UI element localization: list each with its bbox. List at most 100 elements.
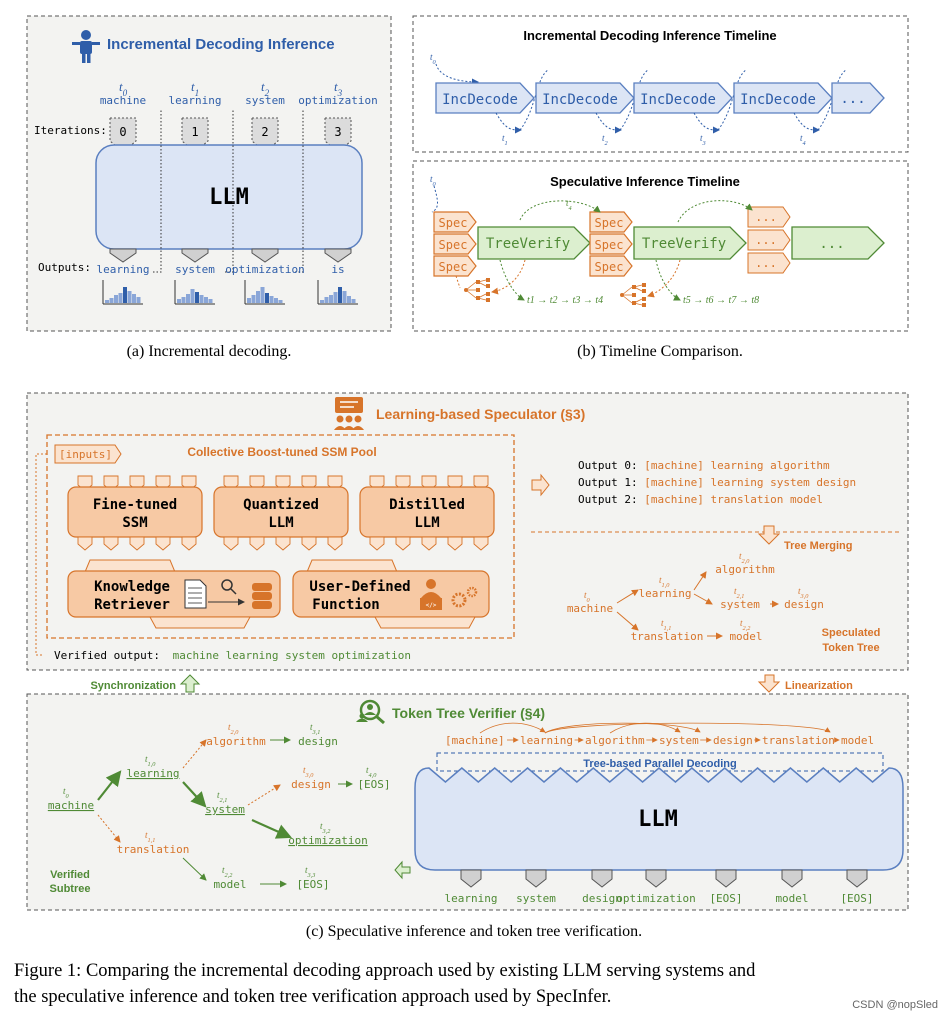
pool-output-arrow — [531, 473, 550, 497]
output-token: system — [175, 263, 215, 276]
time-label: t0 — [119, 79, 128, 98]
treeverify-label: TreeVerify — [642, 236, 726, 252]
verifier-back-arrow — [394, 860, 411, 880]
output-port — [324, 248, 352, 263]
iteration-number: 1 — [191, 125, 198, 139]
verified-output-text: machine learning system optimization — [173, 649, 411, 662]
spec-tree-time: t1,0 — [659, 575, 670, 589]
svg-text:t4: t4 — [566, 198, 572, 212]
verified-tree-node: translation — [117, 843, 190, 856]
spec-tree-time: t0 — [584, 590, 591, 604]
incdecode-label: IncDecode — [442, 92, 518, 108]
treeverify-block — [633, 226, 747, 260]
incdecode-block — [535, 82, 635, 114]
llm-block-a — [95, 144, 363, 250]
panel-verifier: Token Tree Verifier (§4) [machine]learni… — [26, 693, 909, 911]
gear-icon — [451, 586, 478, 608]
output-port — [109, 248, 137, 263]
output-token: optimization — [225, 263, 304, 276]
verifier-icon — [356, 699, 385, 725]
verified-output-prefix: Verified output: — [54, 649, 160, 662]
llm-output-token: optimization — [616, 892, 695, 905]
linearized-token: design — [713, 734, 753, 747]
iterations-label: Iterations: — [34, 124, 107, 137]
svg-text:User-Defined: User-Defined — [309, 579, 410, 595]
spec-tree-node: model — [729, 630, 762, 643]
incdecode-label: IncDecode — [640, 92, 716, 108]
speculative-timeline-title: Speculative Inference Timeline — [550, 174, 740, 189]
spec-block — [433, 233, 477, 255]
spec-tree-time: t2,1 — [734, 586, 744, 600]
output-port — [181, 248, 209, 263]
treeverify-label: TreeVerify — [486, 236, 570, 252]
verified-tree-node: [EOS] — [296, 878, 329, 891]
verified-tree-time: t3,3 — [305, 865, 315, 879]
speculator-output: Output 0: [machine] learning algorithm — [578, 459, 830, 472]
tree-merging-arrow — [757, 525, 781, 545]
svg-text:Verified output: machine: Verified output: machine learning system… — [54, 649, 411, 662]
time-label: t2 — [261, 79, 270, 98]
verified-tree-time: t3,2 — [320, 821, 331, 835]
spec-tree-node: learning — [639, 587, 692, 600]
spec-block — [433, 211, 477, 233]
spec-label: Spec — [595, 216, 624, 230]
verified-tree-node: design — [298, 735, 338, 748]
spec-tree-time: t1,1 — [661, 618, 671, 632]
input-token: learning — [169, 94, 222, 107]
spec-block — [589, 233, 633, 255]
inputs-tag: [inputs] — [54, 444, 122, 464]
svg-text:LLM: LLM — [414, 515, 439, 531]
linearized-token: system — [659, 734, 699, 747]
speculator-output: Output 2: [machine] translation model — [578, 493, 823, 506]
synchronization-label: Synchronization — [90, 680, 176, 692]
time-label: t3 — [334, 79, 343, 98]
verified-subtree-label-2: Subtree — [50, 883, 91, 895]
incdecode-label: IncDecode — [542, 92, 618, 108]
llm-output-token: system — [516, 892, 556, 905]
svg-text:LLM: LLM — [268, 515, 293, 531]
spec-block — [589, 255, 633, 277]
linearized-token: model — [841, 734, 874, 747]
time-label: t1 — [191, 79, 199, 98]
sync-linearization: Synchronization Linearization — [90, 674, 853, 693]
verified-tree-time: t2,0 — [228, 722, 239, 736]
chain-1: t1 → t2 → t3 → t4 — [527, 295, 603, 306]
svg-text:</>: </> — [426, 602, 437, 609]
llm-output-token: learning — [445, 892, 498, 905]
verified-tree-node: learning — [127, 767, 180, 780]
svg-text:SSM: SSM — [122, 515, 147, 531]
linearized-token: learning — [520, 734, 573, 747]
tree-merging-label: Tree Merging — [784, 540, 852, 552]
panel-timeline-comparison: Incremental Decoding Inference Timeline … — [412, 15, 909, 360]
spec-block — [589, 211, 633, 233]
incremental-timeline-title: Incremental Decoding Inference Timeline — [523, 28, 776, 43]
svg-text:...: ... — [819, 236, 844, 252]
linearized-token: translation — [762, 734, 835, 747]
iteration-number: 2 — [261, 125, 268, 139]
verified-tree-time: t1,0 — [145, 754, 156, 768]
spec-tree-time: t2,0 — [739, 551, 750, 565]
spec-tree-node: design — [784, 598, 824, 611]
input-token: optimization — [298, 94, 377, 107]
figure-caption-line-1: Figure 1: Comparing the incremental deco… — [14, 961, 756, 981]
llm-output-port — [846, 869, 868, 888]
incdecode-ellipsis-block — [831, 82, 885, 114]
iteration-number: 0 — [119, 125, 126, 139]
svg-text:LLM: LLM — [638, 807, 678, 832]
svg-text:t3: t3 — [700, 133, 706, 147]
watermark: CSDN @nopSled — [852, 999, 938, 1011]
output-port — [251, 248, 279, 263]
spec-tree-node: algorithm — [715, 563, 775, 576]
svg-text:Fine-tuned: Fine-tuned — [93, 497, 177, 513]
svg-text:t4: t4 — [800, 133, 806, 147]
figure-caption-line-2: the speculative inference and token tree… — [14, 987, 611, 1007]
verified-tree-node: optimization — [288, 834, 367, 847]
speculated-tree-label-2: Token Tree — [822, 642, 879, 654]
svg-text:Function: Function — [312, 597, 379, 613]
speculator-output: Output 1: [machine] learning system desi… — [578, 476, 856, 489]
feedback-dotted-line — [225, 110, 234, 273]
llm-output-token: model — [775, 892, 808, 905]
svg-text:...: ... — [755, 233, 777, 247]
